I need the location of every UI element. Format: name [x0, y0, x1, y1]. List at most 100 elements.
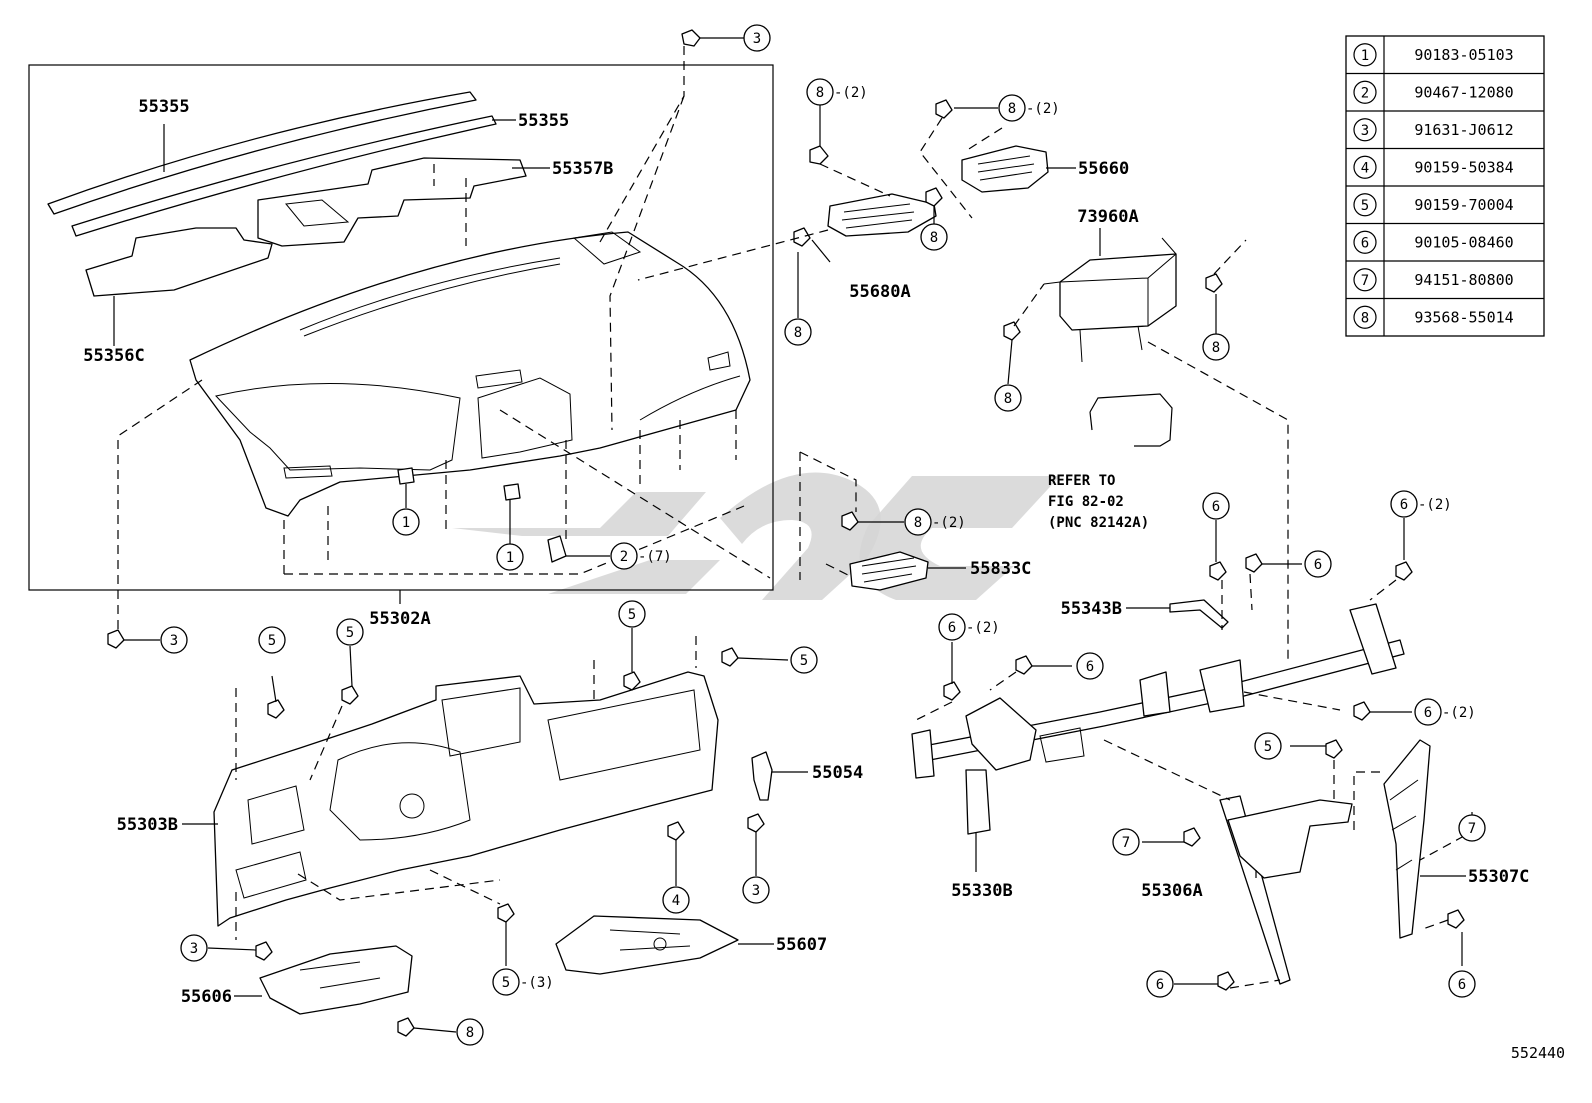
instrument-panel-group-box [28, 64, 774, 591]
callout-number: 3 [170, 633, 178, 649]
steering-support-55330b [911, 603, 1405, 835]
callout-number: 5 [268, 633, 276, 649]
figure-id: 552440 [1511, 1044, 1565, 1062]
legend-callout-circle [1353, 43, 1377, 67]
callout-5: 5 -(3) [492, 968, 554, 996]
callout-6: 6 [1304, 550, 1332, 578]
callout-number: 5 [628, 607, 636, 623]
callout-number: 5 [502, 975, 510, 991]
brace-55343b [1169, 599, 1229, 629]
callout-number: 8 [1212, 340, 1220, 356]
callout-6: 6 [1448, 970, 1476, 998]
clip-1b [503, 483, 521, 501]
callout-circle [938, 613, 966, 641]
callout-number: 1 [402, 515, 410, 531]
clip-2 [547, 535, 567, 563]
part-label-55330b: 55330B [951, 881, 1012, 901]
legend-callout-number: 8 [1361, 310, 1369, 326]
callout-number: 3 [753, 31, 761, 47]
callout-number: 6 [1424, 705, 1432, 721]
reference-note-line-3: (PNC 82142A) [1048, 515, 1149, 531]
legend-callout-number: 2 [1361, 85, 1369, 101]
callout-circle [1458, 814, 1486, 842]
callout-number: 4 [672, 893, 680, 909]
assembly-lines [117, 46, 1465, 989]
part-label-55355a: 55355 [138, 97, 189, 117]
legend-callout-number: 3 [1361, 123, 1369, 139]
callout-quantity: -(2) [834, 85, 868, 101]
callout-quantity: -(3) [520, 975, 554, 991]
callout-7: 7 [1112, 828, 1140, 856]
callout-circle [392, 508, 420, 536]
callout-1: 1 [496, 543, 524, 571]
legend-callout-number: 4 [1361, 160, 1369, 176]
callout-circle [742, 876, 770, 904]
callout-8: 8-(2) [904, 508, 966, 536]
legend-callout-number: 1 [1361, 48, 1369, 64]
callout-5: 5 [618, 600, 646, 628]
callout-circle [160, 626, 188, 654]
callout-6: 6 -(2) [938, 613, 1000, 641]
callout-3: 3 [743, 24, 771, 52]
callout-circle [492, 968, 520, 996]
callout-quantity: -(2) [966, 620, 1000, 636]
callout-number: 6 [1314, 557, 1322, 573]
callout-number: 6 [1458, 977, 1466, 993]
callout-number: 1 [506, 550, 514, 566]
callout-3: 3 [180, 934, 208, 962]
watermark [452, 472, 1060, 600]
under-cover-55606 [259, 945, 413, 1015]
brace-55306a [1219, 795, 1353, 985]
bracket-55054 [751, 751, 773, 801]
vent-55680a [827, 193, 937, 237]
callout-6: 6 -(2) [1414, 698, 1476, 726]
callout-number: 5 [1264, 739, 1272, 755]
vent-55660 [961, 145, 1049, 193]
callout-circle [1202, 492, 1230, 520]
callout-6: 6 [1146, 970, 1174, 998]
callout-5: 5 [1254, 732, 1282, 760]
callout-number: 8 [794, 325, 802, 341]
callout-quantity: -(2) [1442, 705, 1476, 721]
callout-number: 7 [1122, 835, 1130, 851]
part-label-55343b: 55343B [1061, 599, 1122, 619]
callout-6: 6-(2) [1390, 490, 1452, 518]
part-label-55302a: 55302A [369, 609, 430, 629]
part-label-55054: 55054 [812, 763, 863, 783]
callout-circle [662, 886, 690, 914]
callout-8: 8 -(2) [806, 78, 868, 106]
legend-callout-number: 7 [1361, 273, 1369, 289]
wire-harness [1089, 393, 1173, 447]
panel-reinforcement-55303b [213, 671, 719, 927]
callout-number: 6 [1400, 497, 1408, 513]
callout-1: 1 [392, 508, 420, 536]
vent-55833c [849, 551, 929, 591]
callout-number: 6 [948, 620, 956, 636]
part-label-55307c: 55307C [1468, 867, 1529, 887]
legend-part-number: 90467-12080 [1414, 83, 1513, 101]
legend-callout-circle [1353, 118, 1377, 142]
legend-part-number: 90159-50384 [1414, 158, 1513, 176]
callout-circle [1146, 970, 1174, 998]
callout-4: 4 [662, 886, 690, 914]
callout-circle [1254, 732, 1282, 760]
callout-number: 8 [816, 85, 824, 101]
callout-2: 2-(7) [610, 542, 672, 570]
legend-part-number: 90105-08460 [1414, 233, 1513, 251]
part-label-55680a: 55680A [849, 282, 910, 302]
callout-5: 5 [258, 626, 286, 654]
callout-circle [920, 223, 948, 251]
insulator-pad-55356c [85, 227, 273, 297]
callout-circle [618, 600, 646, 628]
callout-number: 5 [800, 653, 808, 669]
callout-number: 6 [1156, 977, 1164, 993]
callout-circle [1304, 550, 1332, 578]
callout-circle [1076, 652, 1104, 680]
legend-part-number: 91631-J0612 [1414, 121, 1513, 139]
